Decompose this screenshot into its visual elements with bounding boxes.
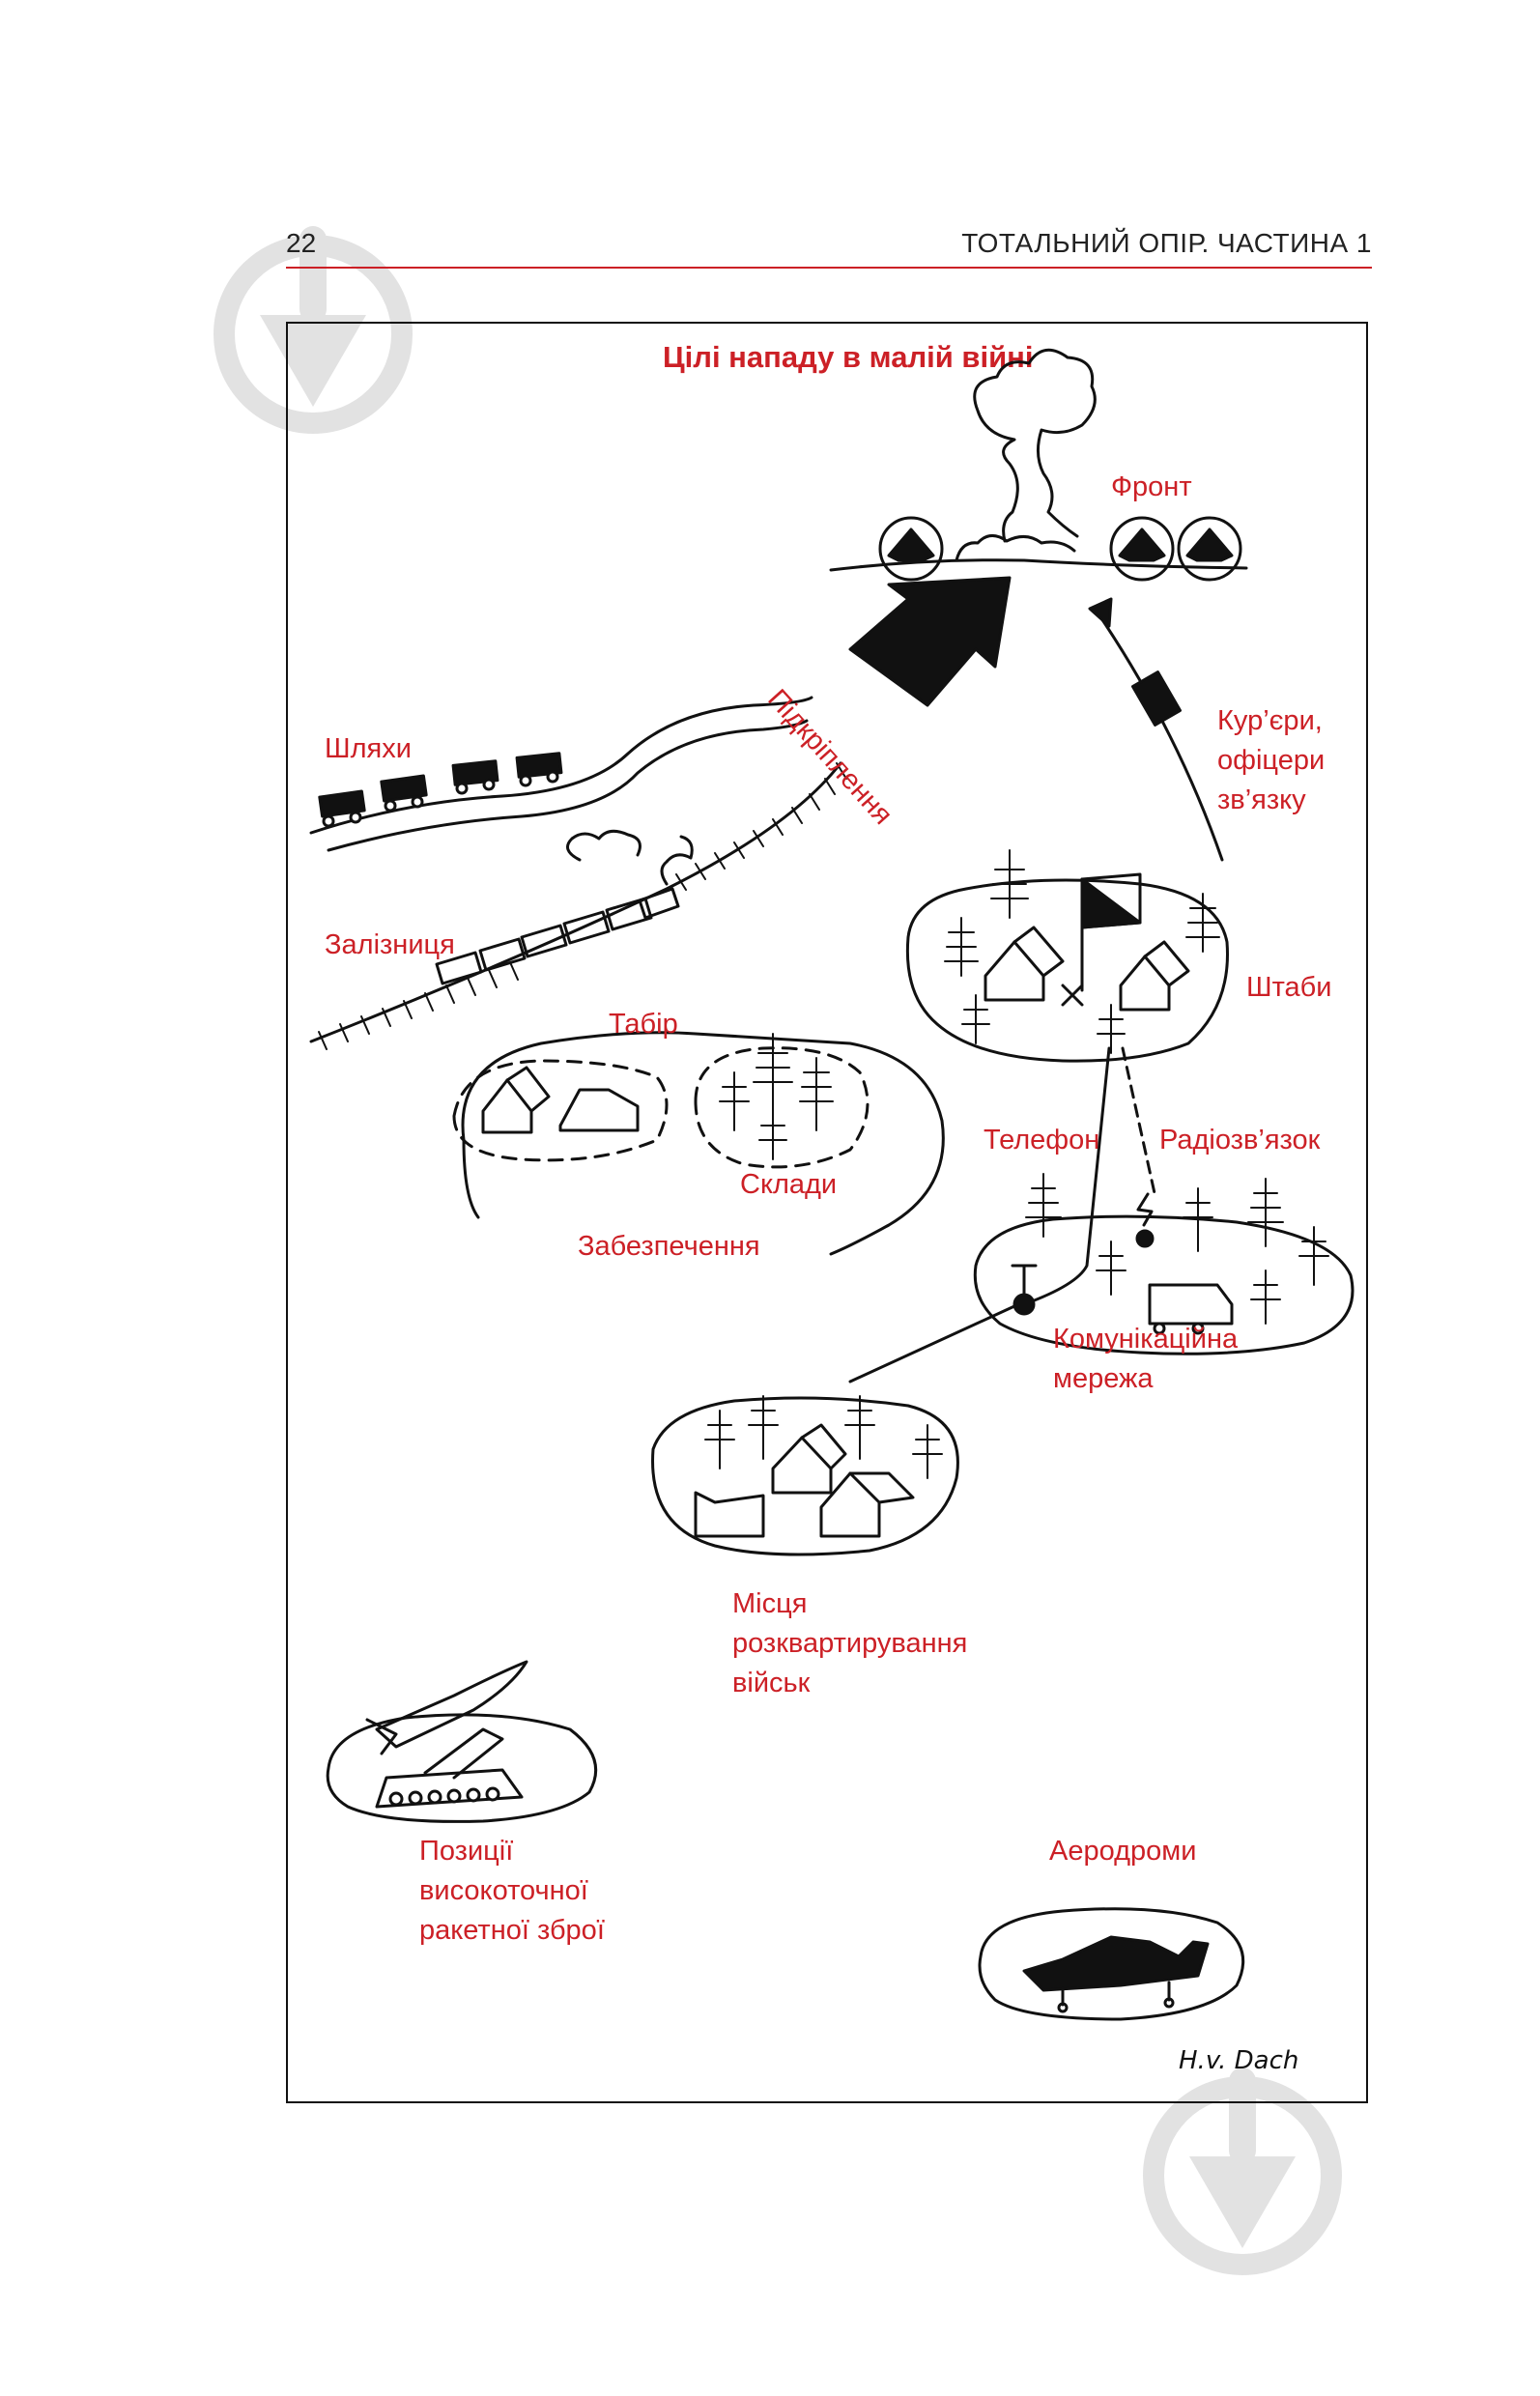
download-arrow-icon: [1143, 2068, 1342, 2275]
trucks: [318, 752, 563, 818]
front-emblem: [878, 516, 944, 582]
label-railway: Залізниця: [325, 929, 455, 960]
figure-title: Цілі нападу в малій війні: [663, 340, 1034, 374]
front-emblem: [1177, 516, 1242, 582]
running-title: ТОТАЛЬНИЙ ОПІР. ЧАСТИНА 1: [961, 228, 1372, 258]
label-telephone: Телефон: [984, 1125, 1100, 1155]
comm-network-area: [973, 1214, 1355, 1355]
label-roads: Шляхи: [325, 733, 412, 764]
camp-area: [452, 1059, 669, 1162]
explosion-cloud: [973, 348, 1097, 543]
figure-frame: [286, 322, 1368, 2103]
label-hq: Штаби: [1246, 972, 1332, 1003]
label-depots: Склади: [740, 1169, 838, 1200]
telephone-line: [1022, 1046, 1111, 1306]
train: [435, 829, 694, 985]
header-divider: [286, 267, 1372, 269]
label-airfields: Аеродроми: [1049, 1836, 1197, 1867]
front-line: [829, 558, 1248, 572]
reinforcement-arrow: [848, 576, 1012, 707]
hq-area: [905, 878, 1229, 1063]
label-camp: Табір: [609, 1009, 678, 1040]
label-front: Фронт: [1111, 471, 1192, 502]
troop-quarters-area: [651, 1396, 959, 1556]
artist-signature: H.v. Dach: [1179, 2046, 1299, 2075]
label-comm-network: Комунікаційна мережа: [1053, 1324, 1239, 1394]
label-couriers: Кур’єри, офіцери зв’язку: [1217, 705, 1326, 815]
courier-path: [1099, 616, 1224, 862]
radio-link: [1121, 1046, 1156, 1195]
label-radio: Радіозв’язок: [1159, 1125, 1321, 1155]
label-missile-positions: Позиції високоточної ракетної зброї: [419, 1836, 605, 1946]
depots-area: [694, 1046, 870, 1169]
label-supply: Забезпечення: [578, 1231, 760, 1262]
page-number: 22: [286, 228, 317, 258]
supply-area: [461, 1031, 945, 1256]
front-emblem: [1109, 516, 1175, 582]
missile-area: [326, 1713, 598, 1823]
airfield-area: [978, 1907, 1245, 2021]
label-troop-quarters: Місця розквартирування військ: [732, 1588, 968, 1698]
airplane: [1022, 1935, 1210, 1992]
